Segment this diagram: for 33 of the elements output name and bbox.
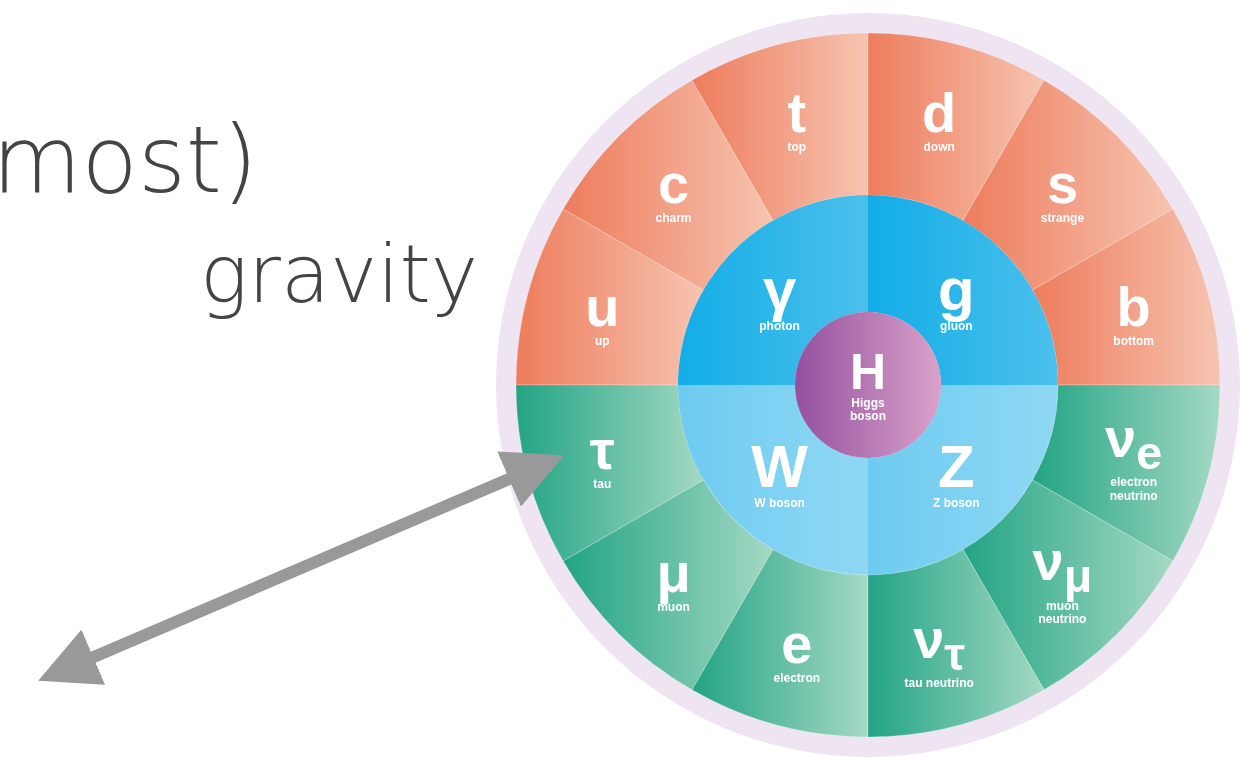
particle-name: Z boson: [932, 496, 981, 510]
particle-name: top: [786, 140, 808, 154]
particle-symbol: ν$_{e}$: [1105, 409, 1163, 477]
double-arrow: [38, 451, 565, 685]
particle-symbol: τ: [589, 421, 615, 478]
particle-name: Higgs boson: [849, 396, 887, 424]
particle-name: electron: [772, 672, 822, 686]
particle-symbol: g: [938, 260, 975, 320]
particle-name: charm: [654, 211, 693, 226]
particle-symbol: d: [922, 84, 957, 141]
particle-name: up: [594, 335, 611, 349]
particle-name: strange: [1039, 211, 1086, 226]
particle-symbol: e: [781, 616, 813, 673]
particle-name: tau neutrino: [904, 677, 975, 691]
particle-symbol: ν$_{μ}$: [1032, 532, 1093, 600]
particle-symbol: u: [585, 279, 620, 336]
particle-symbol: Z: [938, 436, 975, 497]
particle-name: photon: [758, 320, 801, 334]
particle-symbol: W: [751, 436, 808, 497]
particle-symbol: s: [1046, 155, 1079, 212]
particle-symbol: t: [787, 84, 807, 141]
particle-name: tau: [592, 477, 613, 491]
particle-name: electron neutrino: [1108, 476, 1159, 503]
particle-symbol: ν$_{τ}$: [913, 610, 966, 678]
particle-symbol: b: [1116, 279, 1151, 336]
particle-name: bottom: [1112, 335, 1155, 349]
particle-symbol: c: [657, 155, 690, 212]
particle-name: W boson: [753, 496, 806, 510]
particle-symbol: γ: [762, 260, 797, 320]
slide-text: most): [0, 115, 258, 207]
particle-symbol: H: [849, 346, 887, 397]
particle-name: down: [922, 140, 956, 154]
particle-name: gluon: [939, 320, 974, 334]
